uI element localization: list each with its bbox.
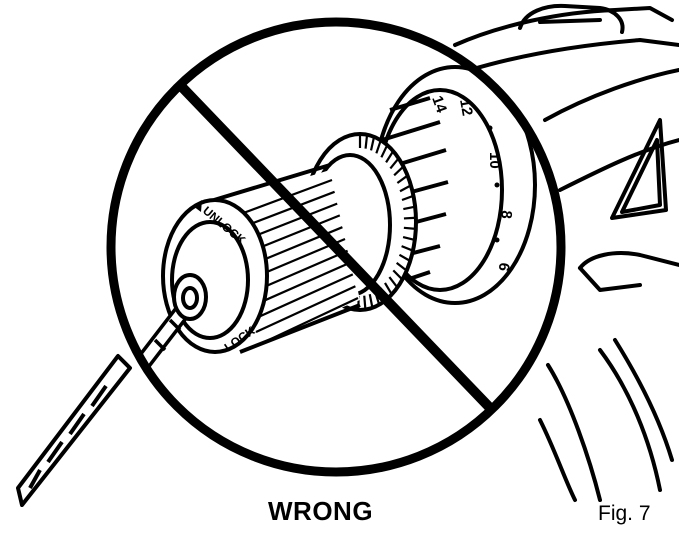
- scale-mark-12: 12: [456, 98, 476, 117]
- figure-number: Fig. 7: [598, 502, 651, 526]
- drill-bit-outside: [18, 356, 130, 505]
- scale-mark-8: 8: [497, 210, 515, 220]
- chuck-jaws: [174, 275, 206, 319]
- scale-mark-10: 10: [486, 152, 503, 169]
- figure-caption: WRONG: [268, 496, 373, 527]
